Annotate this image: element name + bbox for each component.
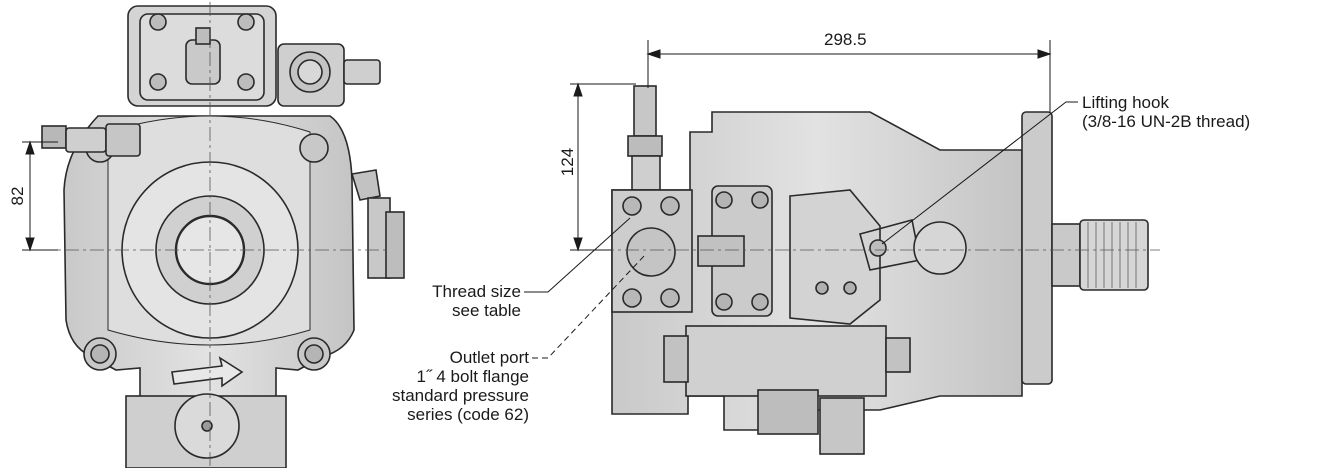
callout-thread-size-line-1: Thread size [432, 282, 521, 301]
dimension-height-left [22, 140, 58, 252]
dimension-label-124: 124 [558, 147, 577, 177]
pump-side-view [600, 85, 1160, 455]
connector-right [350, 169, 381, 201]
callout-lifting-hook: Lifting hook (3/8-16 UN-2B thread) [1082, 93, 1250, 131]
dimension-label-298-5: 298.5 [824, 30, 867, 49]
callout-lifting-hook-line-2: (3/8-16 UN-2B thread) [1082, 112, 1251, 131]
sensor-left [41, 125, 67, 149]
leader-outlet-port [532, 254, 646, 359]
callout-outlet-port-line-2: 1˝ 4 bolt flange [416, 367, 529, 386]
leader-lifting-hook [881, 101, 1078, 245]
dimension-label-82: 82 [8, 186, 27, 206]
callout-thread-size-line-2: see table [452, 301, 521, 320]
splined-shaft [1051, 223, 1081, 287]
callout-lifting-hook-line-1: Lifting hook [1082, 93, 1169, 112]
rotation-arrow-icon [171, 356, 244, 388]
callout-outlet-port-line-1: Outlet port [449, 348, 529, 367]
leader-lines [524, 101, 1078, 359]
mounting-flange [1021, 111, 1053, 385]
leader-thread-size [524, 217, 631, 293]
pump-front-view [40, 2, 405, 469]
callout-thread-size: Thread size see table [432, 282, 521, 320]
callout-outlet-port-line-4: series (code 62) [407, 405, 529, 424]
callout-outlet-port: Outlet port 1˝ 4 bolt flange standard pr… [392, 348, 529, 424]
dimension-width-top [646, 40, 1052, 112]
dimension-height-right [570, 82, 636, 252]
callout-outlet-port-line-3: standard pressure [391, 386, 529, 405]
